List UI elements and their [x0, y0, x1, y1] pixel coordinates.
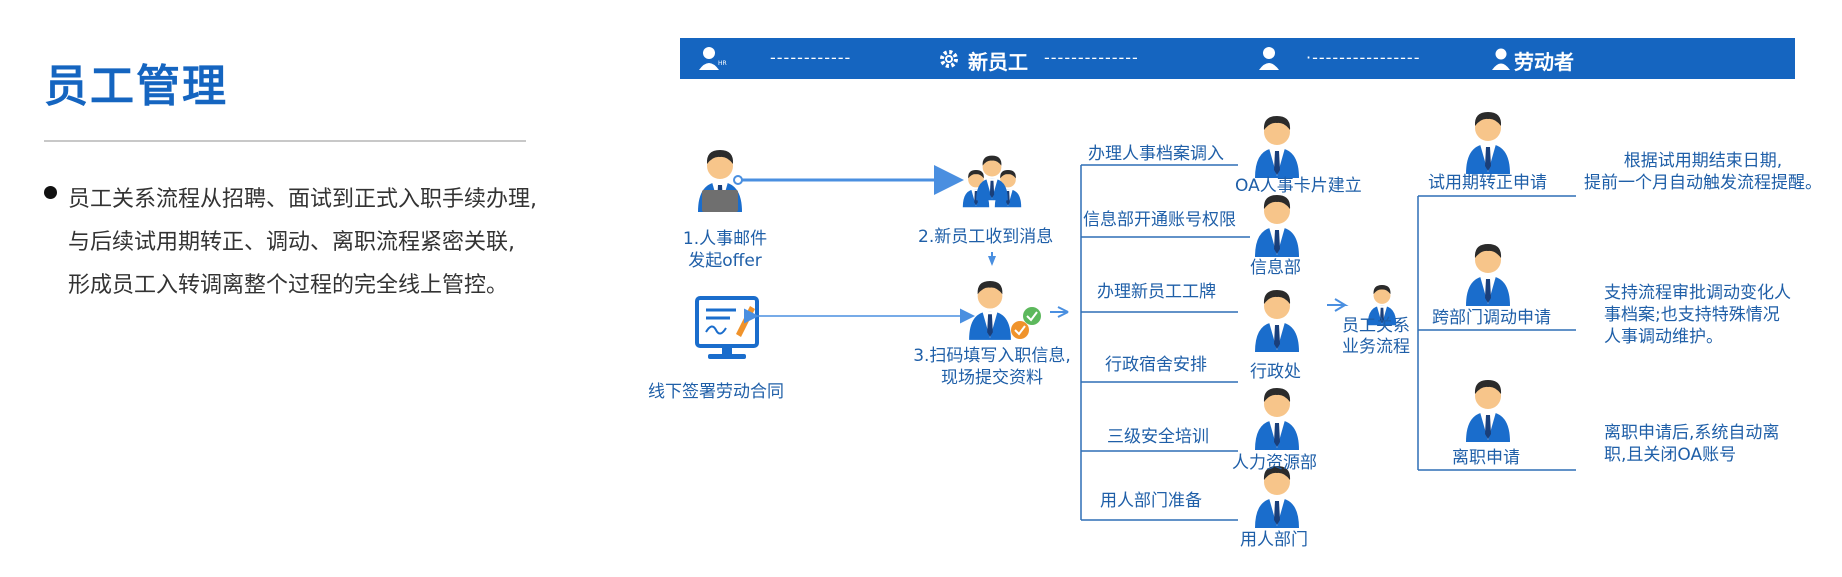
- arrow-icon: [1327, 298, 1349, 312]
- step3-line-2: 现场提交资料: [941, 368, 1043, 388]
- branch-task: 办理新员工工牌: [1097, 282, 1216, 302]
- note-line: 职,且关闭OA账号: [1604, 445, 1737, 465]
- contract-label: 线下签署劳动合同: [648, 382, 784, 402]
- dept-person-icon: [1255, 290, 1299, 352]
- branch-task: 用人部门准备: [1100, 491, 1202, 511]
- bullet-text: 员工关系流程从招聘、面试到正式入职手续办理, 与后续试用期转正、调动、离职流程紧…: [68, 178, 608, 307]
- page-title: 员工管理: [44, 61, 228, 112]
- step1-line-1: 1.人事邮件: [682, 229, 768, 249]
- relation-label: 员工关系 业务流程: [1336, 316, 1416, 358]
- hr-badge: HR: [718, 60, 727, 67]
- note-line: 事档案;也支持特殊情况: [1604, 305, 1780, 325]
- dept-label: 行政处: [1250, 362, 1301, 382]
- relation-line-2: 业务流程: [1342, 337, 1410, 357]
- outcome-label: 离职申请: [1452, 448, 1520, 468]
- note-line: 人事调动维护。: [1604, 327, 1723, 347]
- dept-label: 信息部: [1250, 258, 1301, 278]
- branch-task: 办理人事档案调入: [1088, 144, 1224, 164]
- title-divider: [44, 140, 526, 142]
- note-line: 离职申请后,系统自动离: [1604, 423, 1780, 443]
- outcome-label: 跨部门调动申请: [1432, 308, 1551, 328]
- step3-line-1: 3.扫码填写入职信息,: [913, 346, 1071, 366]
- top-banner: HR ------------ 新员工 -------------- ·----…: [680, 38, 1795, 79]
- outcome-note: 支持流程审批调动变化人 事档案;也支持特殊情况 人事调动维护。: [1604, 282, 1814, 348]
- laptop-icon: [702, 190, 738, 212]
- check-badge-icon: [1023, 307, 1041, 325]
- arrow-icon: [988, 256, 996, 266]
- outcome-label: 试用期转正申请: [1428, 173, 1547, 193]
- step1-line-2: 发起offer: [688, 251, 762, 271]
- person-icon: [1259, 47, 1279, 70]
- dept-person-icon: [1255, 388, 1299, 450]
- hr-person-icon: [698, 150, 742, 212]
- outcome-note: 离职申请后,系统自动离 职,且关闭OA账号: [1604, 422, 1814, 466]
- outcome-note: 根据试用期结束日期, 提前一个月自动触发流程提醒。: [1572, 150, 1834, 194]
- dept-person-icon: [1255, 195, 1299, 257]
- banner-dashes-right: ·----------------: [1306, 48, 1421, 67]
- relation-line-1: 员工关系: [1342, 316, 1410, 336]
- banner-dashes-mid: --------------: [1044, 48, 1139, 67]
- bullet-line-3: 形成员工入转调离整个过程的完全线上管控。: [68, 273, 509, 298]
- banner-worker: 劳动者: [1514, 50, 1574, 74]
- banner-dashes-left: ------------: [770, 48, 852, 67]
- dept-label: OA人事卡片建立: [1235, 176, 1362, 196]
- bullet-dot: [44, 186, 57, 199]
- gear-icon: [940, 50, 958, 68]
- bullet-line-2: 与后续试用期转正、调动、离职流程紧密关联,: [68, 230, 515, 255]
- bullet-line-1: 员工关系流程从招聘、面试到正式入职手续办理,: [68, 187, 537, 212]
- dept-label: 用人部门: [1240, 530, 1308, 550]
- dept-person-icon: [1255, 466, 1299, 528]
- banner-new-employee: 新员工: [968, 50, 1028, 74]
- step1-label: 1.人事邮件 发起offer: [680, 228, 770, 272]
- outcome-person-icon: [1466, 112, 1510, 174]
- step3-label: 3.扫码填写入职信息, 现场提交资料: [902, 345, 1082, 389]
- check-badge-icon: [1011, 321, 1029, 339]
- group-icon: [962, 155, 1022, 208]
- person-icon: [1492, 48, 1510, 70]
- branch-task: 行政宿舍安排: [1105, 355, 1207, 375]
- note-line: 根据试用期结束日期,: [1623, 151, 1783, 171]
- arrow-icon: [1050, 306, 1069, 318]
- contract-monitor-icon: [695, 296, 759, 359]
- person-icon: [699, 47, 719, 70]
- step2-label: 2.新员工收到消息: [918, 227, 1054, 247]
- dept-person-icon: [1255, 116, 1299, 178]
- note-line: 支持流程审批调动变化人: [1604, 283, 1791, 303]
- note-line: 提前一个月自动触发流程提醒。: [1584, 173, 1822, 193]
- outcome-person-icon: [1466, 380, 1510, 442]
- staff-person-icon: [969, 281, 1011, 340]
- outcome-person-icon: [1466, 244, 1510, 306]
- branch-task: 信息部开通账号权限: [1083, 210, 1236, 230]
- dept-label: 人力资源部: [1232, 453, 1317, 473]
- branch-task: 三级安全培训: [1107, 427, 1209, 447]
